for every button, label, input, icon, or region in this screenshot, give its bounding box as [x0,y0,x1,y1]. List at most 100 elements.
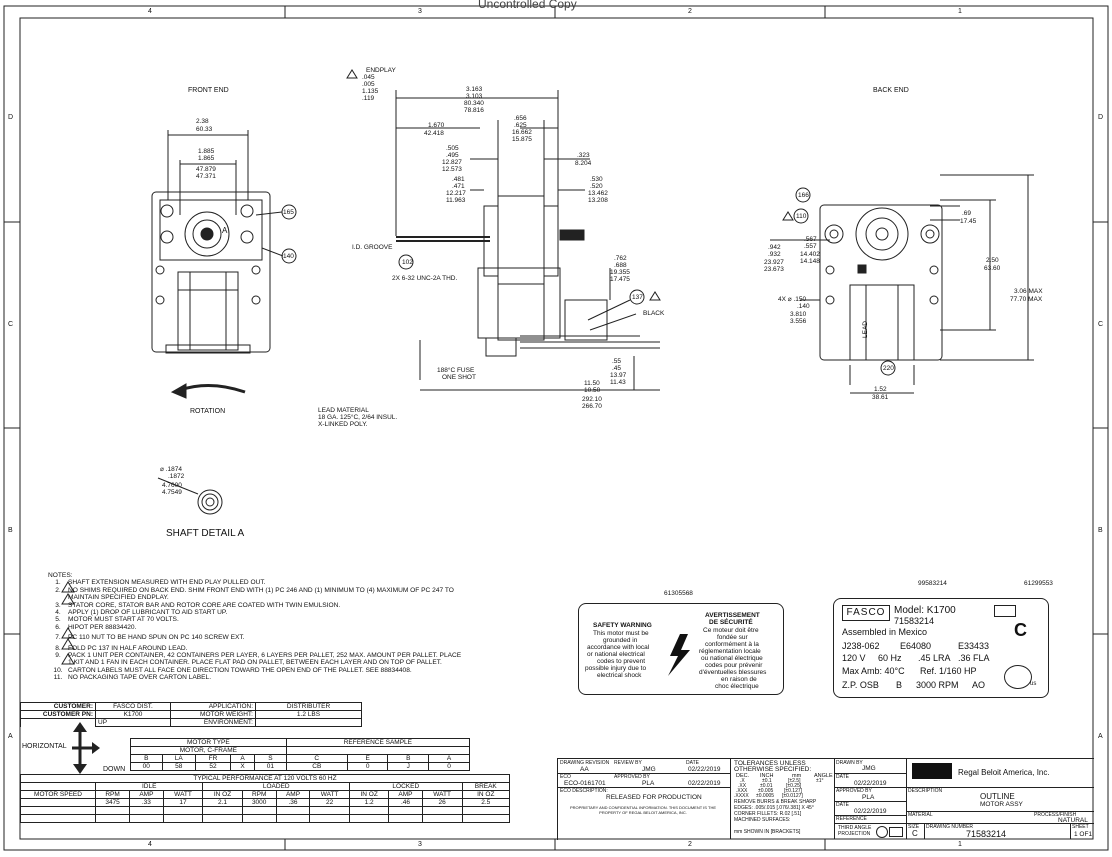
up-label: UP [95,718,171,727]
code-col: C [285,754,348,763]
machined-note: MACHINED SURFACES: [734,817,791,823]
warning-line-fr: choc électrique [715,683,759,690]
dim: .1872 [168,473,185,480]
dim: 12.827 [442,159,462,166]
nameplate-field: 3000 RPM [916,680,959,690]
projection-symbol-icon [876,826,888,838]
dim: 13.462 [588,190,608,197]
perf-head: RPM [94,790,131,799]
tolerance-title: TOLERANCES UNLESS [734,760,806,767]
tol-cell: ±0.01 [760,783,773,789]
note-text: 1 KIT AND 1 FAN IN EACH CONTAINER. PLACE… [68,659,442,667]
nameplate-part-left: 99583214 [918,580,947,587]
motor-code-table: MOTOR TYPE REFERENCE SAMPLE MOTOR, C-FRA… [130,738,471,771]
dim: 17.45 [960,218,977,225]
perf-head: IN OZ [349,790,390,799]
zone-bottom-4: 4 [148,841,152,848]
dim: 63.60 [984,265,1001,272]
perf-head: AMP [129,790,164,799]
field-label: DATE [836,774,849,780]
warning-title-fr-2: DE SÉCURITÉ [709,619,753,626]
balloon-102: 102 [402,259,413,266]
side-view [346,69,661,391]
dim: .625 [514,122,527,129]
code-col: FR [194,754,232,763]
lead-material-spec: 18 GA. 125°C, 2/64 INSUL. [318,414,398,421]
description-subtitle: MOTOR ASSY [980,801,1023,808]
tolerance-title-2: OTHERWISE SPECIFIED: [734,766,812,773]
dim: .762 [614,255,627,262]
dim: 42.418 [424,130,444,137]
zone-right-c: C [1098,321,1104,328]
warning-line-fr: Ce moteur doit être [703,627,759,634]
note-text: PC 110 NUT TO BE HAND SPUN ON PC 140 SCR… [68,634,245,642]
warning-line: codes to prevent [597,658,646,665]
dim: 17.475 [610,276,630,283]
dim: 4.7549 [162,489,182,496]
nameplate-field: B [896,680,903,690]
balloon-110: 110 [796,213,807,220]
dim: 14.402 [800,251,820,258]
code-val: 01 [254,762,287,771]
code-val: 58 [161,762,196,771]
field-label: APPROVED BY [614,774,650,780]
zone-right-b: B [1098,527,1103,534]
dim: 1.52 [874,386,887,393]
nameplate-field: Ref. 1/160 HP [920,666,977,676]
zone-right-d: D [1098,114,1104,121]
code-col: A [428,754,470,763]
size-value: C [912,829,918,838]
customer-label: CUSTOMER: [20,702,96,711]
nameplate-field: .36 FLA [958,653,990,663]
warning-line: electrical shock [597,672,642,679]
edges-note: EDGES: .005/.015 [.076/.381] X 45° [734,805,814,811]
perf-head: IN OZ [202,790,243,799]
perf-cell: 2.1 [202,798,243,807]
tol-cell: [±0.0127] [782,793,803,799]
dim: 11.963 [446,197,466,204]
drawn-section: DRAWN BY JMG DATE 02/22/2019 APPROVED BY… [834,759,907,839]
warning-line-fr: ou national électrique [701,655,763,662]
balloon-137: 137 [632,294,643,301]
dim: .557 [804,243,817,250]
customer-value: FASCO DIST. [95,702,171,711]
warning-line-fr: codes pour prévenir [705,662,763,669]
company-section: Regal Beloit America, Inc. DESCRIPTION O… [906,759,1094,839]
nameplate-field: E33433 [958,641,990,651]
drawing-number: 71583214 [966,829,1007,839]
detail-marker: A [222,226,228,235]
fasco-logo: FASCO [842,605,890,621]
drawn-value: JMG [862,765,876,772]
perf-head: RPM [241,790,277,799]
dim: 77.70 MAX [1010,296,1043,303]
nameplate-field: AO [972,680,986,690]
note-num: 1. [55,579,61,587]
revision-section: DRAWING REVISION AA REVIEW BY JMG DATE 0… [558,759,731,839]
dim: 78.816 [464,107,484,114]
field-label: ECO DESCRIPTION: [560,788,608,794]
review-value: JMG [642,766,656,773]
perf-cell: 26 [421,798,463,807]
dim: .520 [590,183,603,190]
dim: 15.875 [512,136,532,143]
note-num: 10. [53,666,63,674]
dim: 266.70 [582,403,602,410]
note-text: CARTON LABELS MUST ALL FACE ONE DIRECTIO… [68,666,412,674]
company-name: Regal Beloit America, Inc. [958,768,1050,777]
dim: 10.50 [584,387,601,394]
eco-description: RELEASED FOR PRODUCTION [606,794,702,801]
nameplate-field: E64080 [900,641,932,651]
warning-part-number: 61305568 [664,590,693,597]
tol-head: DEC. [736,773,750,779]
tolerance-section: TOLERANCES UNLESS OTHERWISE SPECIFIED: D… [730,759,835,839]
field-label: DATE [836,802,849,808]
dim: 60.33 [196,126,213,133]
perf-cell: .36 [275,798,311,807]
perf-head: WATT [162,790,204,799]
tol-cell: ±0.1 [762,778,772,784]
nameplate-field: J238-062 [842,641,880,651]
tol-cell: [±0.25] [786,783,802,789]
perf-cell: 1.2 [349,798,390,807]
date-value: 02/22/2019 [688,766,721,773]
perf-head: IN OZ [461,790,511,799]
